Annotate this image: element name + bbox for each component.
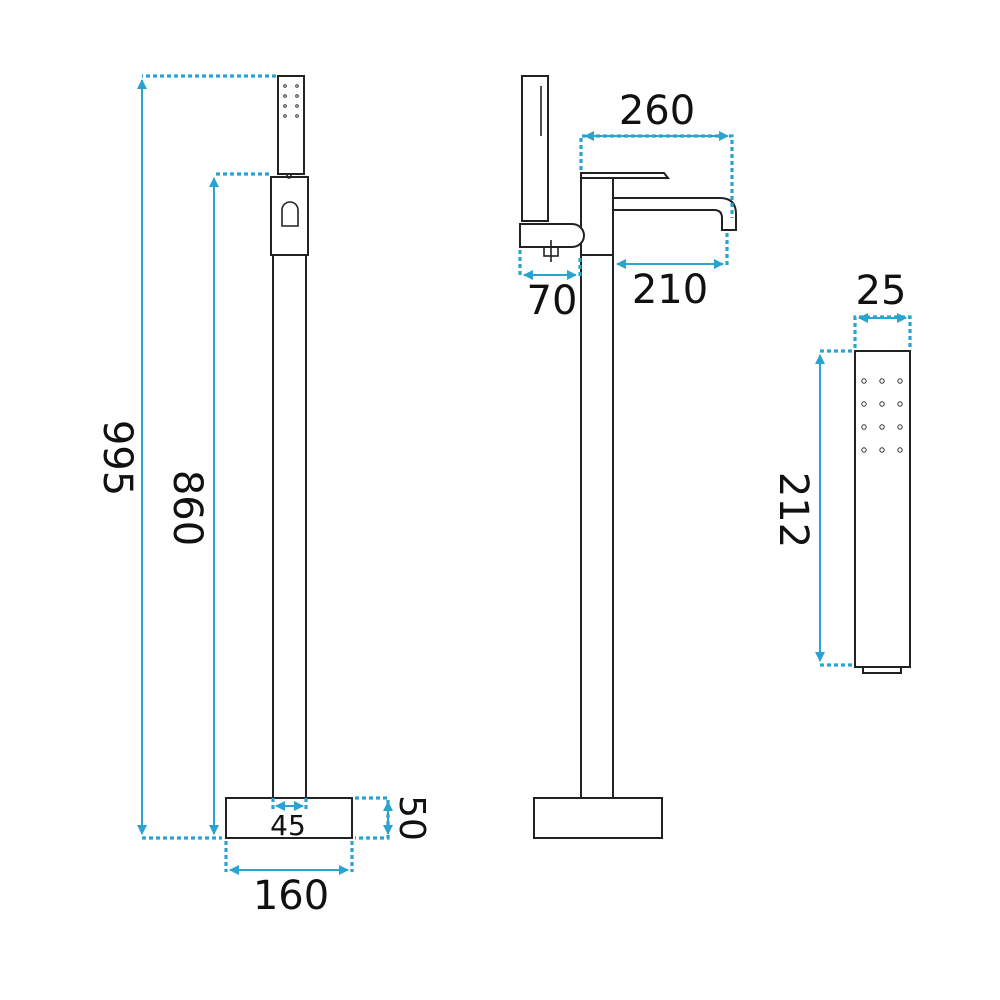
- front-mixer-body: [270, 176, 309, 256]
- detail-handshower-body: [854, 350, 911, 668]
- front-view: [225, 75, 353, 839]
- label-base-height: 50: [391, 795, 432, 841]
- side-base-plate: [533, 797, 663, 839]
- label-base-width: 160: [253, 873, 329, 919]
- side-mixer-body: [580, 177, 614, 256]
- front-handshower-nozzles: [283, 84, 299, 118]
- label-handle-reach: 260: [619, 88, 695, 134]
- detail-handshower-connector: [862, 666, 902, 674]
- side-lever-handle: [580, 172, 671, 179]
- side-spout: [612, 197, 737, 231]
- dimension-lines: [137, 74, 912, 875]
- label-spout-reach: 210: [632, 267, 708, 313]
- side-handshower-holder: [519, 223, 585, 248]
- front-control-opening: [281, 201, 299, 227]
- detail-handshower-nozzles: [861, 378, 903, 453]
- side-view: [519, 75, 737, 839]
- label-handshower-width: 25: [856, 268, 907, 314]
- label-overall-height: 995: [94, 420, 140, 496]
- label-handshower-length: 212: [770, 472, 816, 548]
- front-pillar: [272, 254, 307, 799]
- dimension-labels: 995 860 50 45 160 260 70 210 25 212: [94, 88, 906, 919]
- label-holder-depth: 70: [527, 278, 578, 324]
- label-spout-height: 860: [164, 470, 210, 546]
- front-handshower: [277, 75, 305, 175]
- label-pillar-width: 45: [270, 809, 306, 842]
- side-handshower: [521, 75, 549, 222]
- handshower-detail-view: [854, 350, 911, 674]
- side-pillar: [580, 254, 614, 799]
